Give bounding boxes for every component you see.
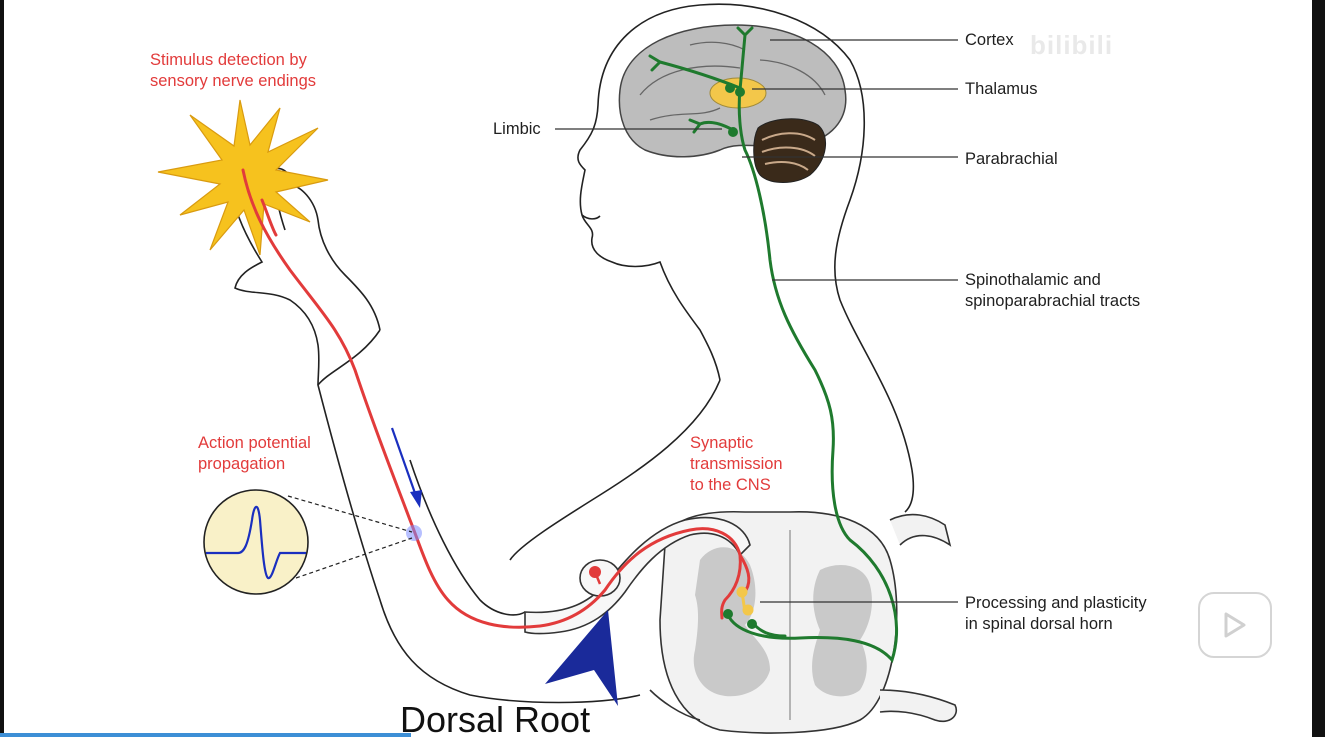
stimulus-label-line2: sensory nerve endings: [150, 72, 317, 90]
processing-label-line2: in spinal dorsal horn: [965, 615, 1113, 633]
processing-label-line1: Processing and plasticity: [965, 594, 1147, 612]
brain: [618, 24, 847, 183]
spinothalamic-tract: [648, 26, 899, 664]
right-border: [1312, 0, 1325, 737]
tracts-label-line1: Spinothalamic and: [965, 271, 1101, 289]
dorsal-root-caption: Dorsal Root: [400, 699, 591, 740]
play-button[interactable]: [1198, 592, 1272, 658]
interneuron: [736, 586, 754, 616]
cortex-label: Cortex: [965, 31, 1014, 49]
synaptic-label-line3: to the CNS: [690, 476, 771, 494]
action-label-line2: propagation: [198, 455, 286, 473]
play-icon: [1224, 612, 1246, 638]
bilibili-watermark: bilibili: [1030, 30, 1114, 60]
spinal-cord: [649, 510, 957, 734]
leader-lines: [555, 39, 958, 603]
synaptic-label-line1: Synaptic: [690, 434, 754, 452]
parabrachial-label: Parabrachial: [965, 150, 1058, 168]
ganglion-stalk: [593, 571, 602, 585]
video-progress-bar[interactable]: [0, 733, 411, 737]
dorsal-root-pointer: [545, 610, 618, 706]
left-border: [0, 0, 4, 737]
tract-nodes: [723, 83, 757, 629]
action-potential-inset: [203, 489, 413, 595]
stimulus-label-line1: Stimulus detection by: [150, 51, 307, 69]
thalamus-label: Thalamus: [965, 80, 1038, 98]
limbic-label: Limbic: [493, 120, 541, 138]
stimulus-star: [157, 99, 329, 256]
tracts-label-line2: spinoparabrachial tracts: [965, 292, 1141, 310]
body-outline: [317, 329, 915, 704]
afferent-fiber: [241, 168, 751, 629]
head-outline: [577, 3, 913, 471]
action-label-line1: Action potential: [198, 434, 311, 452]
propagation-arrow: [390, 427, 422, 508]
signal-glow: [406, 525, 422, 541]
synaptic-label-line2: transmission: [690, 455, 783, 473]
